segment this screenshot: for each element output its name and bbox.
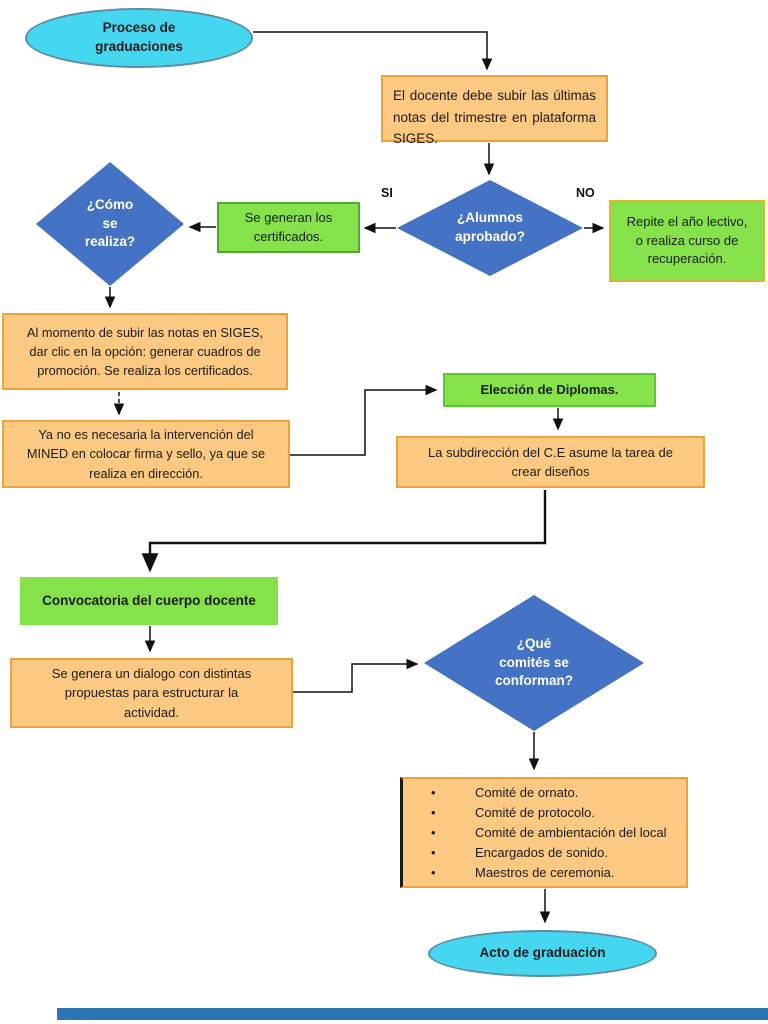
siges-steps-box: Al momento de subir las notas en SIGES, … — [2, 313, 288, 390]
decision-approved-diamond: ¿Alumnos aprobado? — [397, 180, 583, 276]
mined-text: Ya no es necesaria la intervención del M… — [26, 427, 266, 481]
diplomas-box: Elección de Diplomas. — [443, 373, 656, 407]
certificates-box: Se generan los certificados. — [217, 202, 360, 253]
committee-item: Comité de protocolo. — [431, 803, 678, 823]
diplomas-label: Elección de Diplomas. — [480, 381, 619, 397]
start-label: Proceso de graduaciones — [95, 20, 183, 54]
decision-committees-label: ¿Qué comités se conforman? — [494, 635, 573, 689]
arrow-mined-to-diplomas — [290, 384, 438, 456]
committee-list: Comité de ornato.Comité de protocolo.Com… — [403, 783, 686, 883]
repeat-year-text: Repite el año lectivo, o realiza curso d… — [626, 213, 748, 267]
siges-steps-text: Al momento de subir las notas en SIGES, … — [26, 324, 264, 379]
decision-approved-label: ¿Alumnos aprobado? — [455, 210, 525, 244]
arrow-subdireccion-to-convocatoria — [141, 490, 547, 573]
diamond-shape — [424, 595, 644, 731]
dialogo-box: Se genera un dialogo con distintas propu… — [10, 658, 293, 728]
end-ellipse: Acto de graduación — [428, 930, 657, 977]
label-no: NO — [576, 186, 595, 200]
decision-how-label: ¿Cómo se realiza? — [84, 196, 136, 250]
subdireccion-box: La subdirección del C.E asume la tarea d… — [396, 436, 705, 488]
decision-committees-diamond: ¿Qué comités se conforman? — [424, 595, 644, 731]
decision-how-diamond: ¿Cómo se realiza? — [36, 162, 184, 286]
committee-item: Comité de ambientación del local — [431, 823, 678, 843]
diamond-shape — [397, 180, 583, 276]
diamond-shape — [36, 162, 184, 286]
committee-item: Comité de ornato. — [431, 783, 678, 803]
subdireccion-text: La subdirección del C.E asume la tarea d… — [428, 444, 673, 480]
upload-notes-box: El docente debe subir las últimas notas … — [381, 75, 608, 146]
convocatoria-label: Convocatoria del cuerpo docente — [42, 593, 256, 609]
label-si: SI — [381, 186, 393, 200]
committee-item: Encargados de sonido. — [431, 843, 678, 863]
start-ellipse: Proceso de graduaciones — [25, 8, 253, 68]
dialogo-text: Se genera un dialogo con distintas propu… — [51, 665, 252, 720]
end-label: Acto de graduación — [479, 945, 606, 961]
repeat-year-box: Repite el año lectivo, o realiza curso d… — [609, 200, 765, 282]
committee-item: Maestros de ceremonia. — [431, 863, 678, 883]
arrow-start-to-upload — [253, 31, 493, 71]
certificates-text: Se generan los certificados. — [244, 209, 333, 244]
committee-list-box: Comité de ornato.Comité de protocolo.Com… — [400, 777, 688, 888]
bottom-blue-strip — [57, 1008, 768, 1020]
convocatoria-box: Convocatoria del cuerpo docente — [20, 577, 278, 625]
upload-notes-text: El docente debe subir las últimas notas … — [393, 88, 596, 147]
mined-box: Ya no es necesaria la intervención del M… — [2, 420, 290, 488]
arrow-dialogo-to-committees-decision — [293, 658, 419, 693]
